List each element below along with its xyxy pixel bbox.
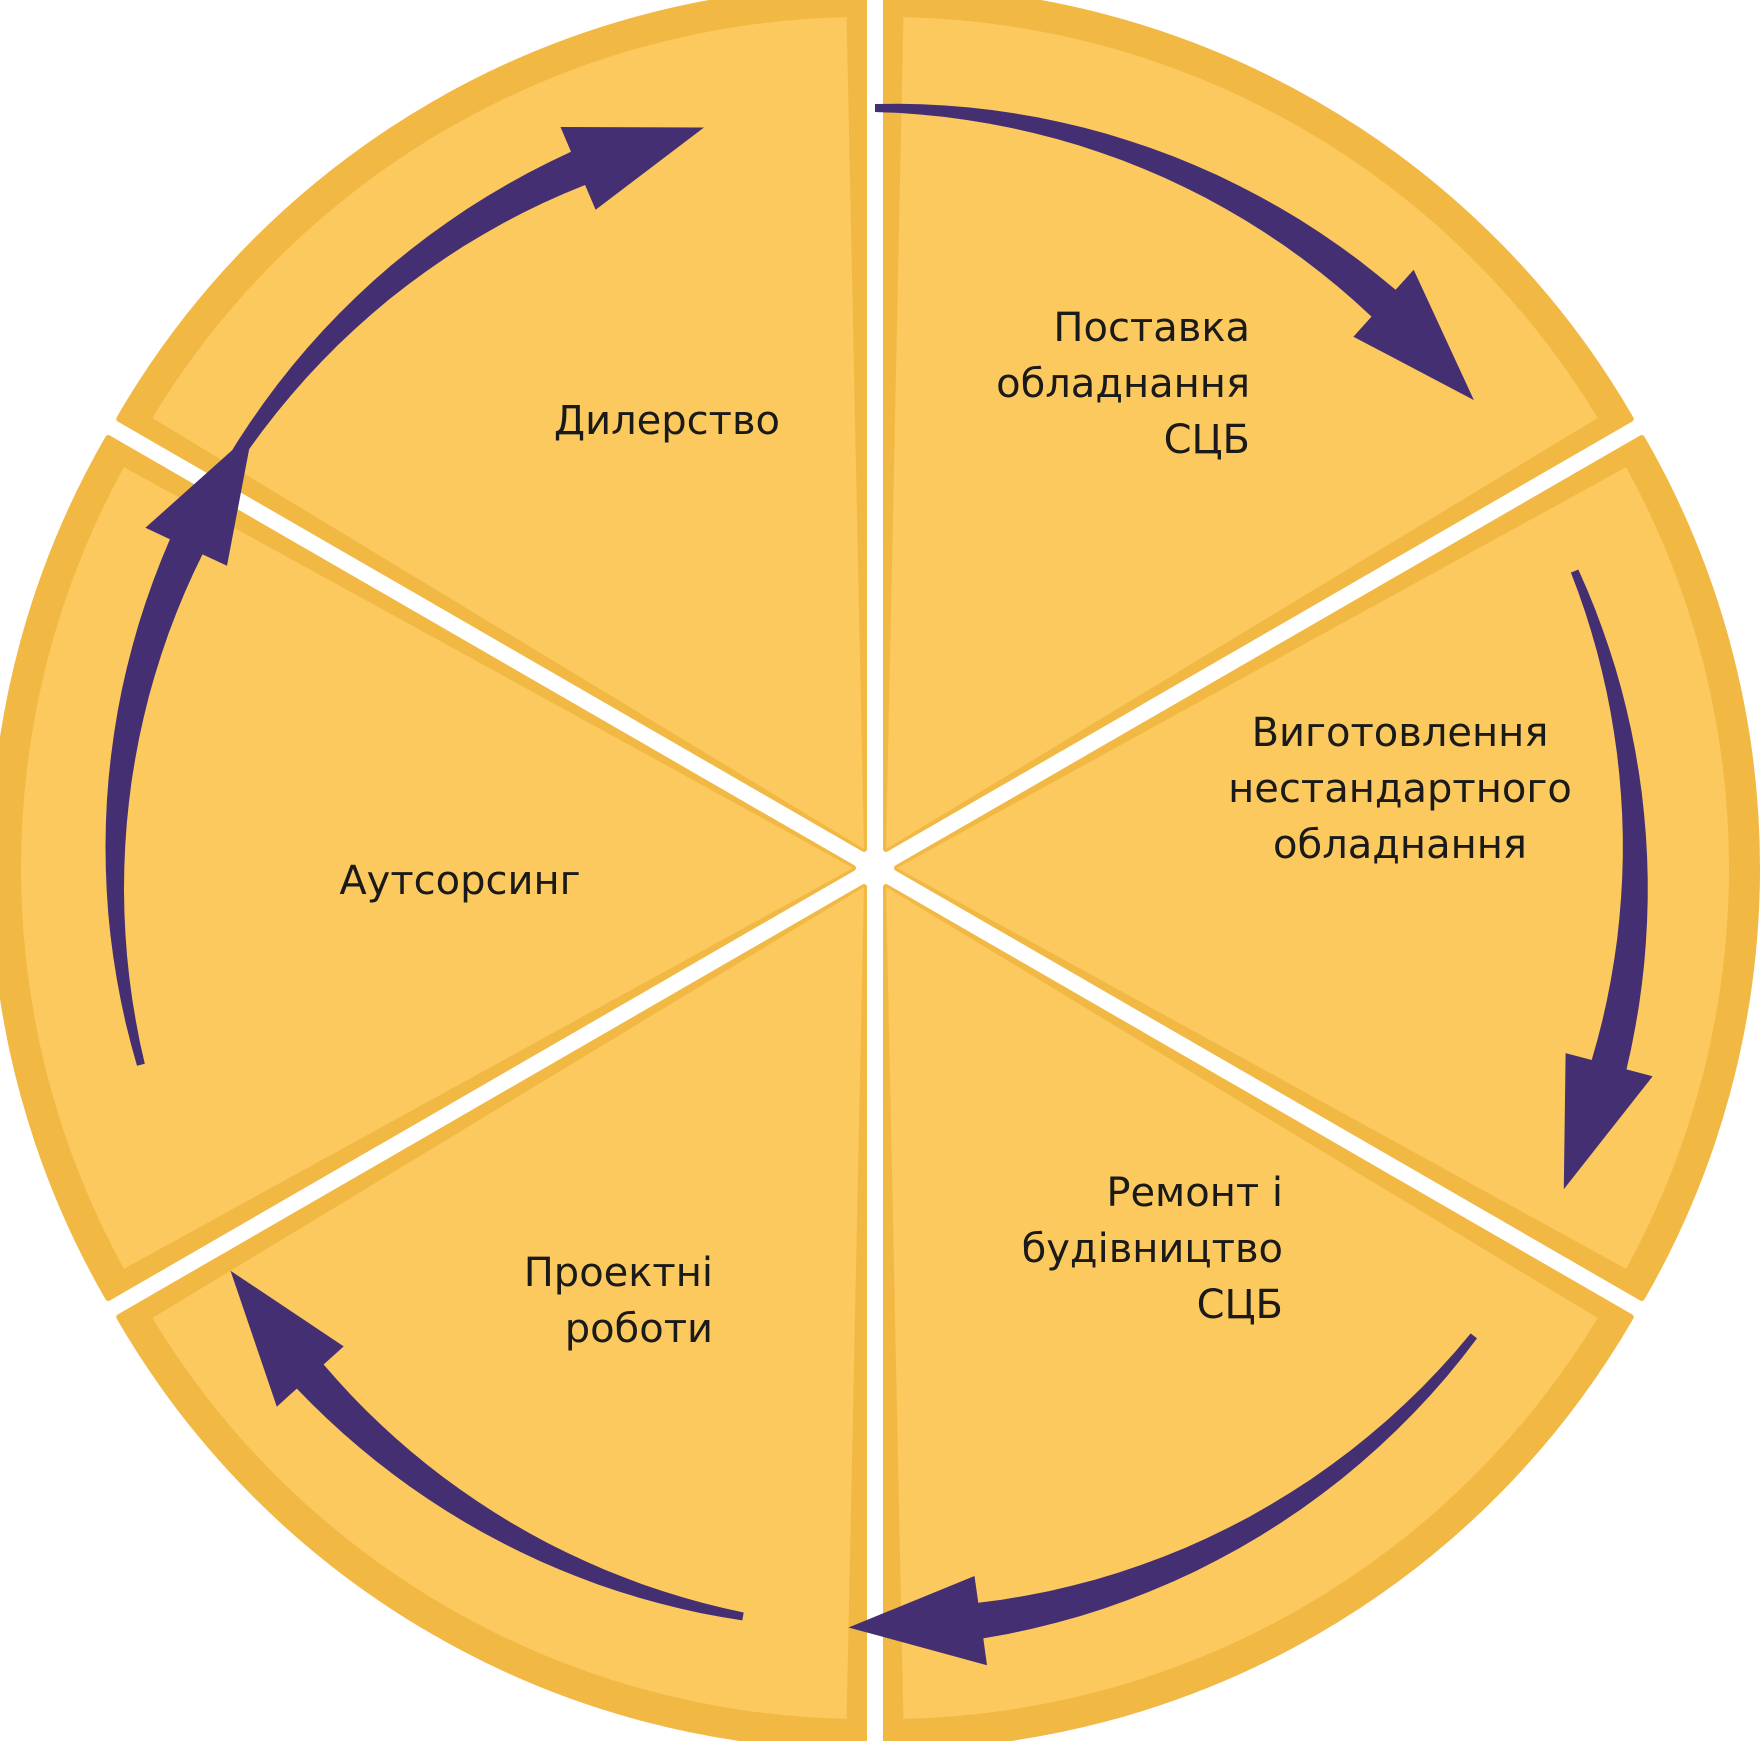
label-line: Дилерство [554,398,780,444]
label-line: Поставка [1053,305,1250,351]
segment-label-dealership: Дилерство [554,398,780,444]
segment-face [886,887,1598,1719]
segment-repair-construction [883,884,1634,1741]
segment-equipment-supply [883,0,1634,852]
label-line: Ремонт і [1106,1170,1283,1216]
segment-label-design-works: Проектні роботи [524,1250,713,1352]
label-line: СЦБ [1164,417,1250,463]
segment-label-custom-manufacturing: Виготовлення нестандартного обладнання [1228,710,1572,868]
segment-outsourcing [0,435,856,1301]
arrow-manufacturing-to-repair-curved-arrow-icon [1563,569,1653,1190]
label-line: нестандартного [1228,766,1572,812]
segment-label-outsourcing: Аутсорсинг [339,858,580,904]
label-line: роботи [565,1306,713,1352]
label-line: СЦБ [1197,1282,1283,1328]
segment-face [152,887,865,1719]
arrow-outsourcing-to-dealership-curved-arrow-icon [105,432,253,1066]
label-line: будівництво [1022,1226,1283,1272]
segment-custom-manufacturing [894,435,1760,1301]
label-line: обладнання [1273,822,1527,868]
arrow-supply-to-manufacturing-curved-arrow-icon [875,103,1474,401]
label-line: Виготовлення [1252,710,1549,756]
segment-face [21,467,854,1269]
label-line: Проектні [524,1250,713,1296]
label-line: обладнання [996,361,1250,407]
arrows-layer [105,103,1653,1666]
label-line: Аутсорсинг [339,858,580,904]
segment-design-works [116,884,867,1741]
segment-face [886,17,1598,849]
segment-face [897,467,1729,1269]
arrow-repair-to-design-curved-arrow-icon [848,1333,1477,1666]
arrow-design-to-outsourcing-curved-arrow-icon [230,1270,744,1621]
segment-dealership [116,0,867,852]
segment-face [152,17,865,849]
